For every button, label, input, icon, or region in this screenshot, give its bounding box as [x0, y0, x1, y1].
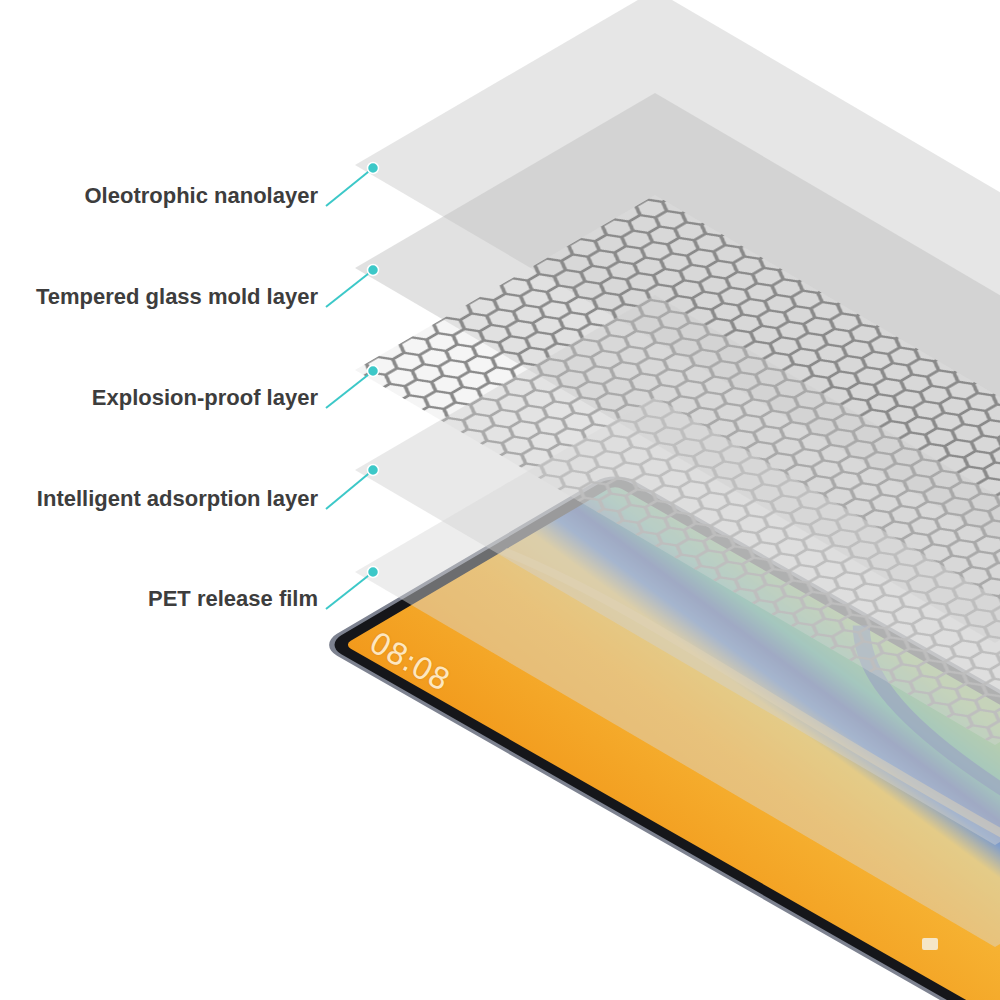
- leader-line: [326, 168, 373, 206]
- leader-line: [326, 270, 373, 307]
- camera-icon: [922, 938, 938, 950]
- leader-line: [326, 572, 373, 609]
- leader-dots: [368, 163, 379, 578]
- leader-dot: [368, 163, 379, 174]
- leader-dot: [368, 567, 379, 578]
- leader-dot: [368, 265, 379, 276]
- layer-label: Explosion-proof layer: [92, 385, 318, 411]
- layer-label: PET release film: [148, 586, 318, 612]
- leader-lines: [326, 168, 373, 609]
- pet-film-layer: [355, 397, 1000, 947]
- layer-label: Oleotrophic nanolayer: [85, 183, 319, 209]
- leader-line: [326, 371, 373, 408]
- leader-line: [326, 470, 373, 509]
- layer-label: Tempered glass mold layer: [36, 284, 318, 310]
- leader-dot: [368, 465, 379, 476]
- leader-dot: [368, 366, 379, 377]
- layer-label: Intelligent adsorption layer: [37, 486, 318, 512]
